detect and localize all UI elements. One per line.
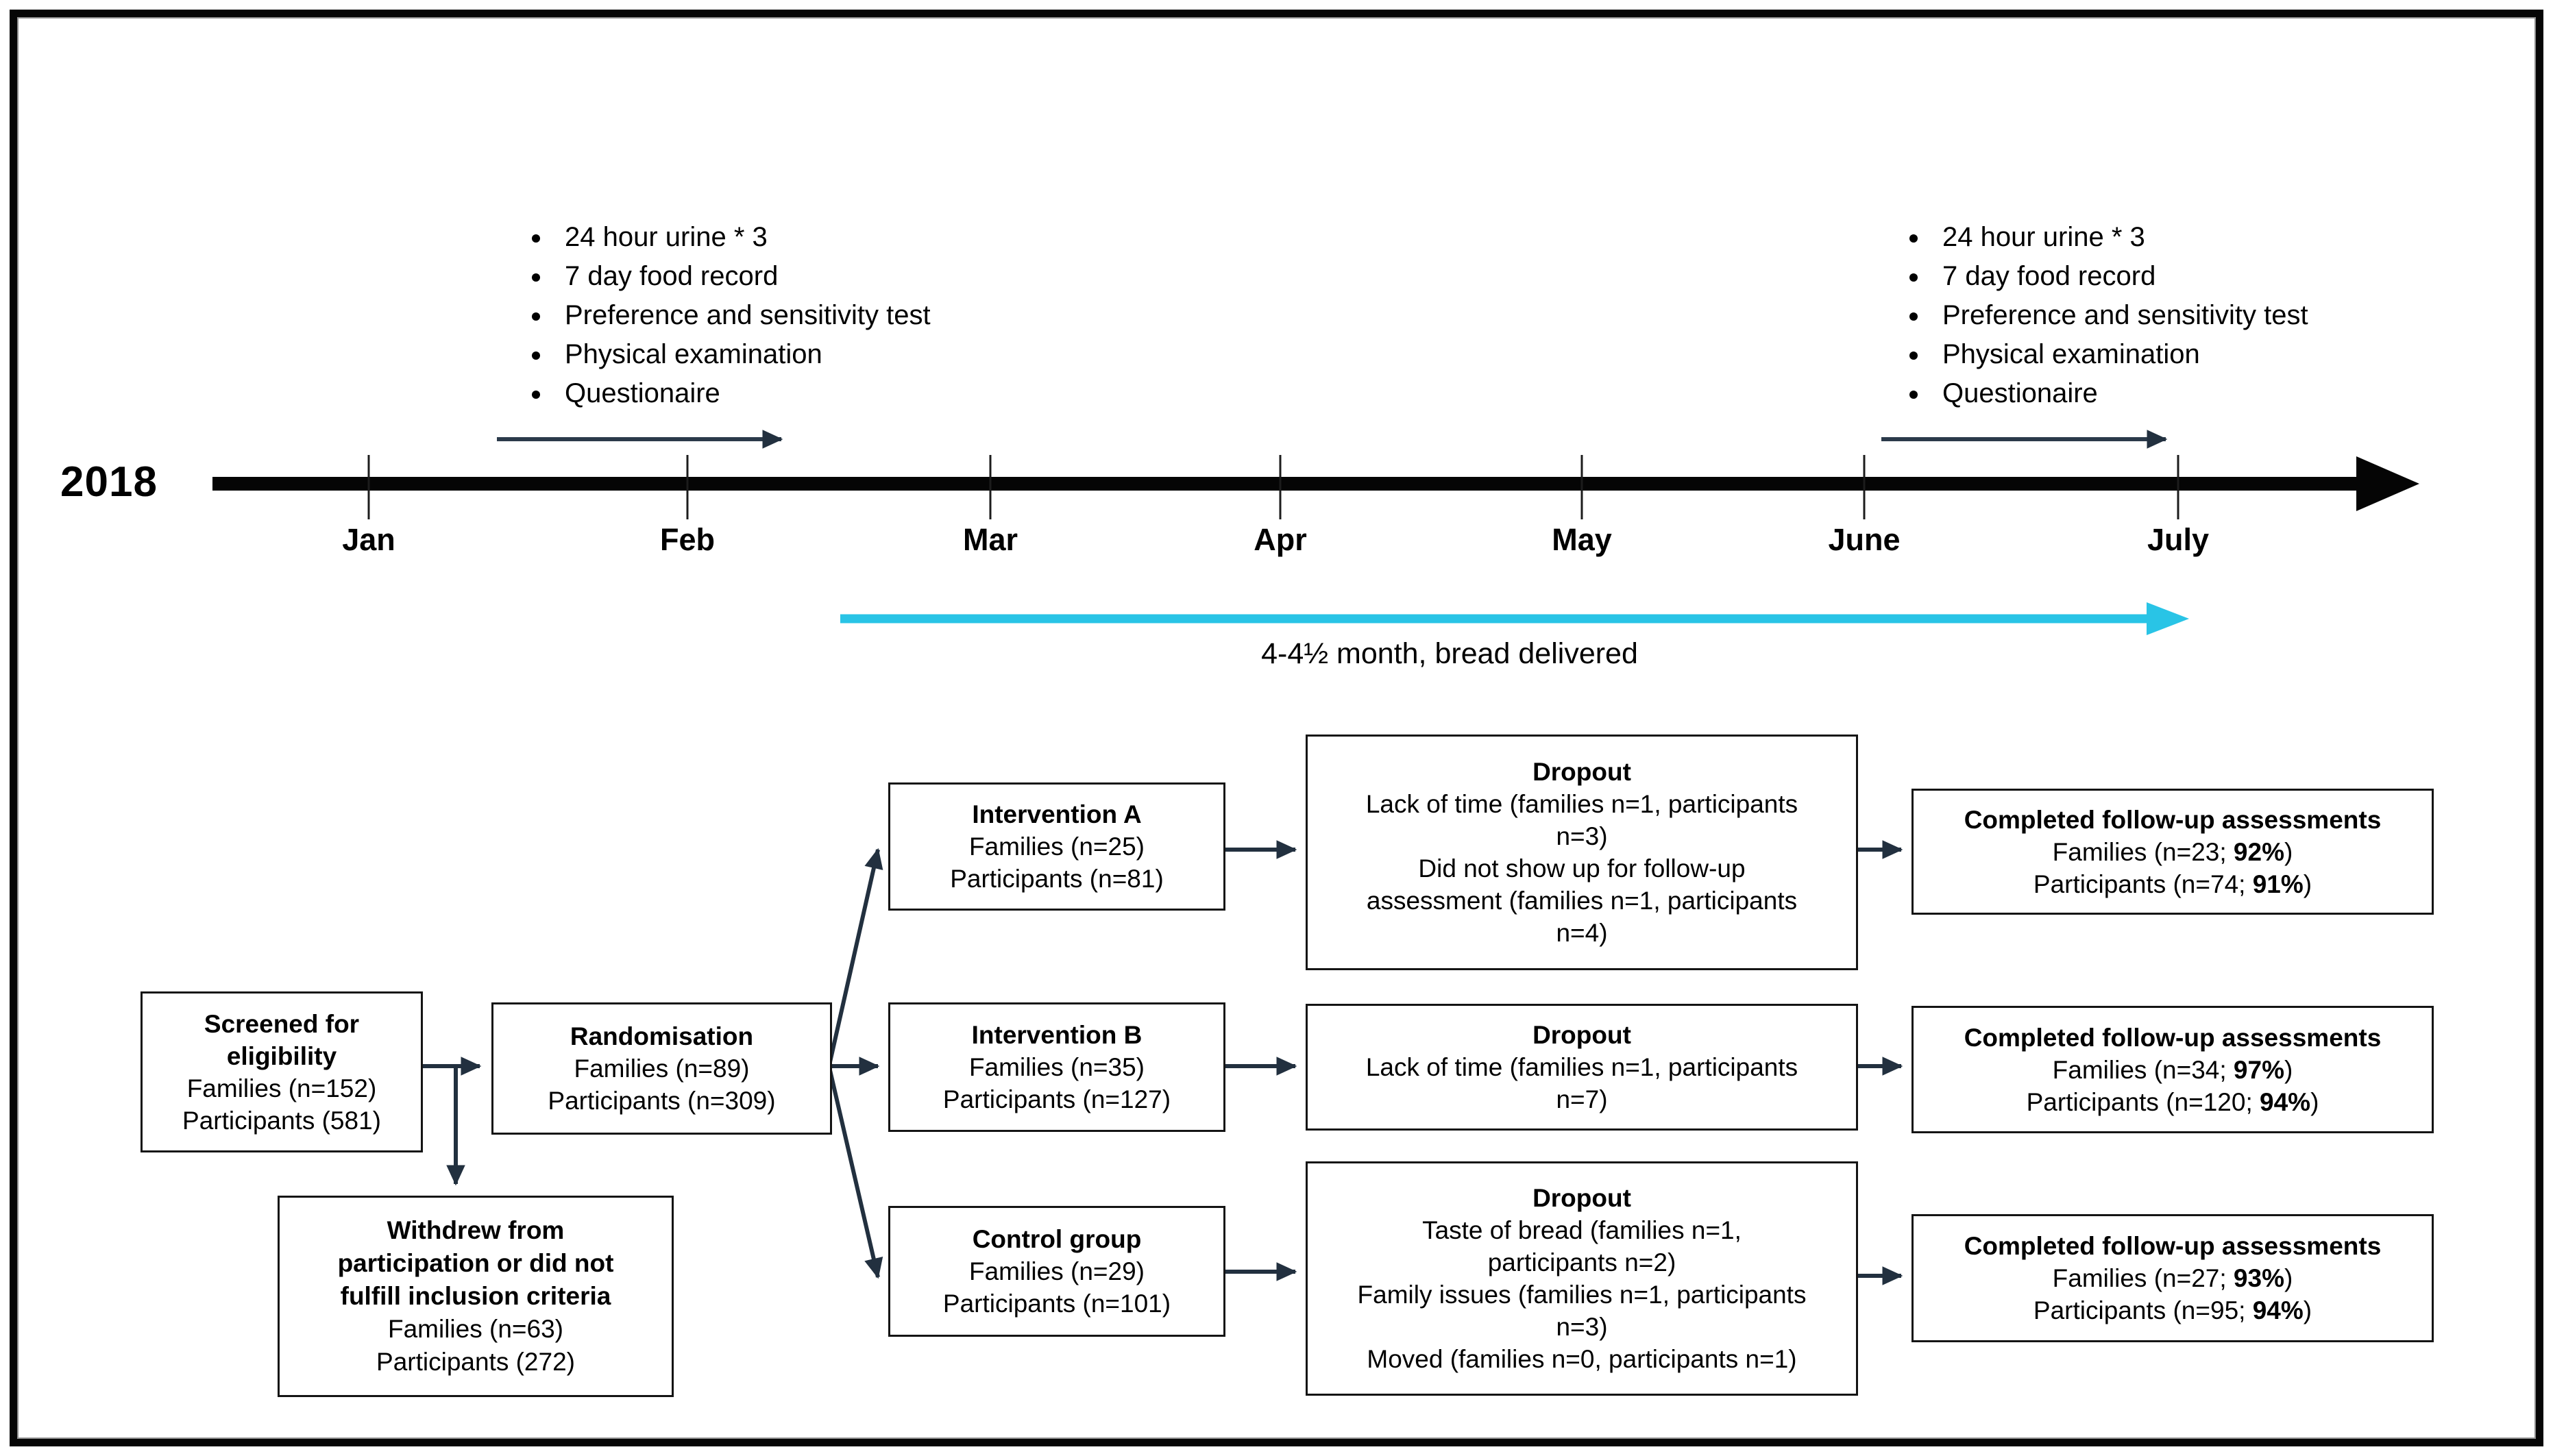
box-line: Participants (n=120; 94%) [2026,1087,2319,1116]
box-line: Families (n=34; 97%) [2052,1055,2293,1084]
box-line: n=7) [1556,1085,1608,1113]
box-line: Participants (n=101) [942,1290,1171,1318]
box-line: Participants (n=74; 91%) [2033,869,2312,898]
box-line: Intervention A [972,800,1142,828]
intervention-period-label: 4-4½ month, bread delivered [1261,637,1638,670]
assessment-item: Physical examination [1930,335,2451,374]
box-line: Completed follow-up assessments [1964,1232,2382,1260]
box-line: Participants (272) [376,1348,575,1376]
box-line: Families (n=152) [186,1074,377,1102]
box-line: Families (n=89) [574,1054,750,1083]
inner-border-line [17,17,2536,1439]
assessment-item: 24 hour urine * 3 [1930,218,2451,257]
assessment-item: Preference and sensitivity test [1930,296,2451,335]
box-line: Control group [972,1225,1142,1253]
assessment-item: Questionaire [1930,374,2451,413]
box-line: assessment (families n=1, participants [1366,887,1798,915]
assessment-item: 24 hour urine * 3 [552,218,1073,257]
assessment-item: 7 day food record [552,257,1073,296]
month-label-apr: Apr [1254,522,1307,557]
box-line: Family issues (families n=1, participant… [1357,1281,1807,1309]
box-line: Dropout [1532,1184,1631,1212]
box-line: Screened for [204,1009,360,1038]
box-line: n=3) [1556,1313,1608,1341]
box-line: Families (n=23; 92%) [2052,837,2293,866]
box-intervention-a: Intervention A Families (n=25) Participant… [888,782,1225,911]
box-line: Withdrew from [387,1216,565,1244]
box-line: Completed follow-up assessments [1964,805,2382,834]
month-label-july: July [2147,522,2210,557]
box-line: Families (n=63) [387,1315,563,1343]
box-line: Intervention B [971,1021,1143,1049]
assessment-item: Preference and sensitivity test [552,296,1073,335]
box-line: Families (n=29) [968,1257,1145,1285]
box-line: Moved (families n=0, participants n=1) [1367,1345,1797,1373]
box-line: Participants (n=95; 94%) [2033,1296,2312,1324]
box-line: Randomisation [570,1022,754,1050]
year-label: 2018 [60,458,158,506]
baseline-assessment-list: 24 hour urine * 37 day food recordPrefer… [509,218,1073,413]
box-line: Families (n=27; 93%) [2052,1264,2293,1292]
outer-border [10,10,2543,1446]
box-line: Families (n=25) [968,832,1145,861]
box-line: eligibility [226,1041,337,1070]
month-label-feb: Feb [659,522,716,557]
box-line: participants n=2) [1487,1248,1676,1276]
box-line: Participants (n=81) [950,865,1164,893]
box-line: n=3) [1556,822,1608,850]
box-line: Lack of time (families n=1, participants [1365,790,1798,818]
assessment-item: Physical examination [552,335,1073,374]
box-line: Participants (n=309) [548,1087,776,1115]
assessment-item: 7 day food record [1930,257,2451,296]
followup-assessment-list: 24 hour urine * 37 day food recordPrefer… [1886,218,2451,413]
box-line: Families (n=35) [968,1053,1145,1081]
month-label-june: June [1828,522,1901,557]
box-intervention-b: Intervention B Families (n=35) Participant… [888,1002,1225,1132]
box-line: Taste of bread (families n=1, [1422,1216,1742,1244]
box-withdrew: Withdrew from participation or did not ful… [278,1196,674,1397]
assessment-item: Questionaire [552,374,1073,413]
box-line: Participants (n=127) [942,1085,1171,1113]
box-line: Dropout [1532,1021,1631,1049]
box-line: Lack of time (families n=1, participants [1365,1053,1798,1081]
box-line: fulfill inclusion criteria [340,1282,611,1310]
box-line: Participants (581) [182,1106,381,1135]
box-line: Dropout [1532,758,1631,786]
box-line: Completed follow-up assessments [1964,1023,2382,1052]
box-line: participation or did not [337,1249,614,1277]
box-line: n=4) [1556,919,1608,947]
month-label-mar: Mar [962,522,1018,557]
month-label-jan: Jan [342,522,395,557]
box-line: Did not show up for follow-up [1418,854,1746,883]
month-label-may: May [1552,522,1612,557]
